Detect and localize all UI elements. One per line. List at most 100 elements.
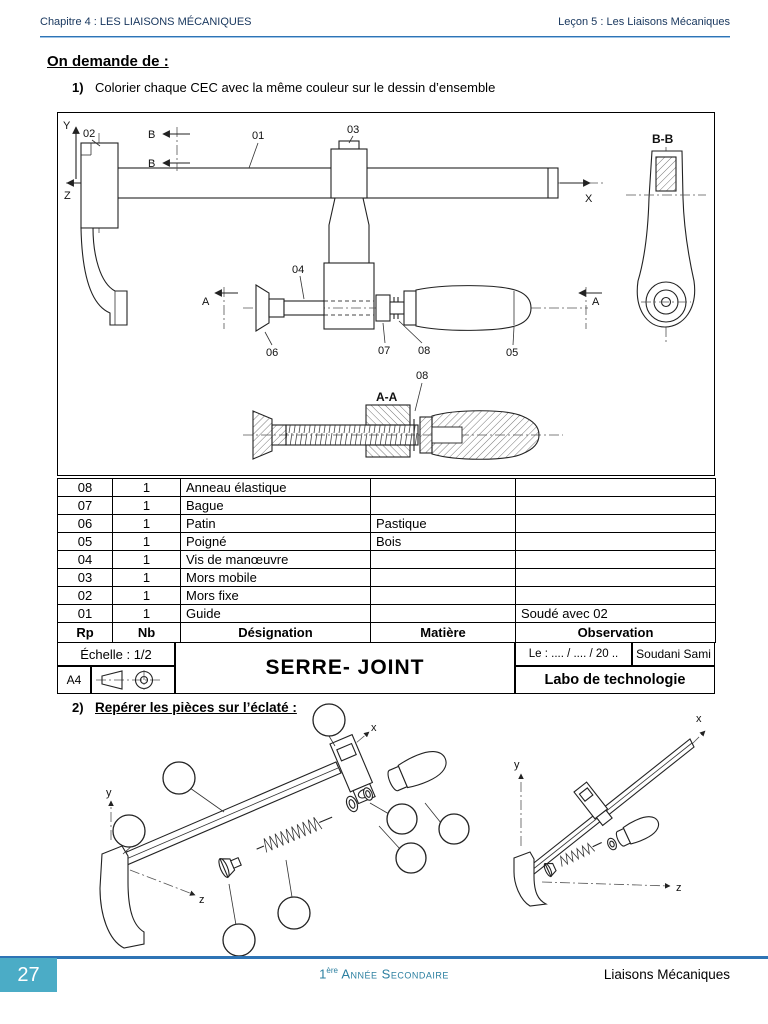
axis-y-label: y [106, 787, 112, 799]
cell-rp: 05 [57, 532, 113, 551]
exploded2-mors-mobile [573, 781, 613, 827]
header-rp: Rp [57, 622, 113, 643]
cell-matiere [370, 496, 516, 515]
cell-nb: 1 [112, 568, 181, 587]
header-lesson: Leçon 5 : Les Liaisons Mécaniques [558, 16, 730, 28]
part-balloon [112, 814, 146, 848]
format-cell: A4 [57, 666, 91, 694]
exploded2-poignee [615, 816, 660, 847]
cell-nb: 1 [112, 586, 181, 605]
vis-shaft [283, 300, 325, 316]
header-chapter: Chapitre 4 : LES LIAISONS MÉCANIQUES [40, 16, 252, 28]
exploded-view-large: x y z [99, 703, 470, 957]
projection-symbol-icon [96, 670, 162, 690]
part-label-08b: 08 [416, 370, 428, 382]
part-labels-top: 02 01 03 [83, 124, 359, 169]
section-bb-title: B-B [652, 132, 674, 146]
table-row: 04 1 Vis de manœuvre [57, 550, 716, 569]
exploded1-patin [218, 856, 242, 879]
cell-matiere [370, 586, 516, 605]
part-label-04: 04 [292, 264, 304, 276]
part-balloon [162, 761, 196, 795]
cell-observation [515, 550, 716, 569]
section-b-label: B [148, 129, 155, 141]
part-balloon [395, 842, 427, 874]
exploded2-guide [524, 738, 695, 879]
section-bb-view: B-B [626, 132, 706, 345]
table-header-row: Rp Nb Désignation Matière Observation [57, 622, 716, 643]
header-nb: Nb [112, 622, 181, 643]
part-labels-bottom: 04 06 07 08 05 [264, 264, 518, 359]
cell-designation: Guide [180, 604, 371, 623]
axis-z-label: z [676, 882, 682, 894]
patin [255, 284, 270, 332]
axis-z-label: z [199, 894, 205, 906]
assembly-drawing-svg: Y Z X [63, 120, 706, 460]
exploded2-patin [543, 862, 557, 878]
front-view-axes: Y Z X [63, 120, 603, 205]
exploded2-axes: x y z [514, 713, 706, 894]
part-balloon [438, 813, 470, 845]
mors-fixe [80, 133, 128, 326]
cell-nb: 1 [112, 604, 181, 623]
cell-matiere: Pastique [370, 514, 516, 533]
poignee [415, 285, 532, 331]
cell-matiere: Bois [370, 532, 516, 551]
section-aa-view: 08 A-A [243, 370, 563, 460]
section-a-label: A [592, 296, 600, 308]
axis-y-label: y [514, 759, 520, 771]
table-row: 03 1 Mors mobile [57, 568, 716, 587]
cell-observation [515, 514, 716, 533]
table-row: 02 1 Mors fixe [57, 586, 716, 605]
exploded2-mors-fixe [513, 851, 548, 907]
part-balloon [312, 703, 346, 737]
axis-x-label: x [371, 722, 377, 734]
title-block: Échelle : 1/2 A4 SERRE- JOINT Le : .... … [57, 642, 715, 694]
footer-grade-number: 1 [319, 966, 327, 982]
axis-z-label: Z [64, 190, 71, 202]
cell-rp: 03 [57, 568, 113, 587]
scale-cell: Échelle : 1/2 [57, 642, 175, 666]
header-observation: Observation [515, 622, 716, 643]
cell-observation: Soudé avec 02 [515, 604, 716, 623]
header-designation: Désignation [180, 622, 371, 643]
part-label-02: 02 [83, 128, 95, 140]
cell-rp: 07 [57, 496, 113, 515]
cell-designation: Poigné [180, 532, 371, 551]
cell-matiere [370, 478, 516, 497]
task2-number: 2) [72, 700, 84, 715]
task1-number: 1) [72, 80, 84, 95]
cell-rp: 04 [57, 550, 113, 569]
assembly-drawing-frame: Y Z X [57, 112, 715, 476]
mors-mobile [323, 140, 375, 330]
cell-designation: Bague [180, 496, 371, 515]
cell-rp: 08 [57, 478, 113, 497]
cell-nb: 1 [112, 532, 181, 551]
cell-rp: 06 [57, 514, 113, 533]
cell-observation [515, 532, 716, 551]
cell-designation: Mors fixe [180, 586, 371, 605]
cell-observation [515, 478, 716, 497]
cell-designation: Vis de manœuvre [180, 550, 371, 569]
task1-text: Colorier chaque CEC avec la même couleur… [95, 80, 496, 95]
exploded1-poignee [387, 751, 447, 792]
page-header: Chapitre 4 : LES LIAISONS MÉCANIQUES Leç… [40, 16, 730, 32]
axis-x-label: x [696, 713, 702, 725]
part-label-03: 03 [347, 124, 359, 136]
drawing-title: SERRE- JOINT [175, 642, 515, 694]
section-b-label: B [148, 158, 155, 170]
task2-text: Repérer les pièces sur l’éclaté : [95, 700, 297, 715]
part-balloon [277, 896, 311, 930]
exploded2-vis [560, 842, 602, 867]
cell-nb: 1 [112, 550, 181, 569]
footer-rule [0, 956, 768, 959]
exploded1-bague [345, 795, 359, 813]
author-cell: Soudani Sami [632, 642, 715, 666]
parts-table: 08 1 Anneau élastique 07 1 Bague 06 1 Pa… [57, 478, 716, 643]
part-label-08: 08 [418, 345, 430, 357]
cell-matiere [370, 550, 516, 569]
section-aa-title: A-A [376, 390, 398, 404]
exploded2-bague [607, 837, 617, 851]
cell-nb: 1 [112, 514, 181, 533]
